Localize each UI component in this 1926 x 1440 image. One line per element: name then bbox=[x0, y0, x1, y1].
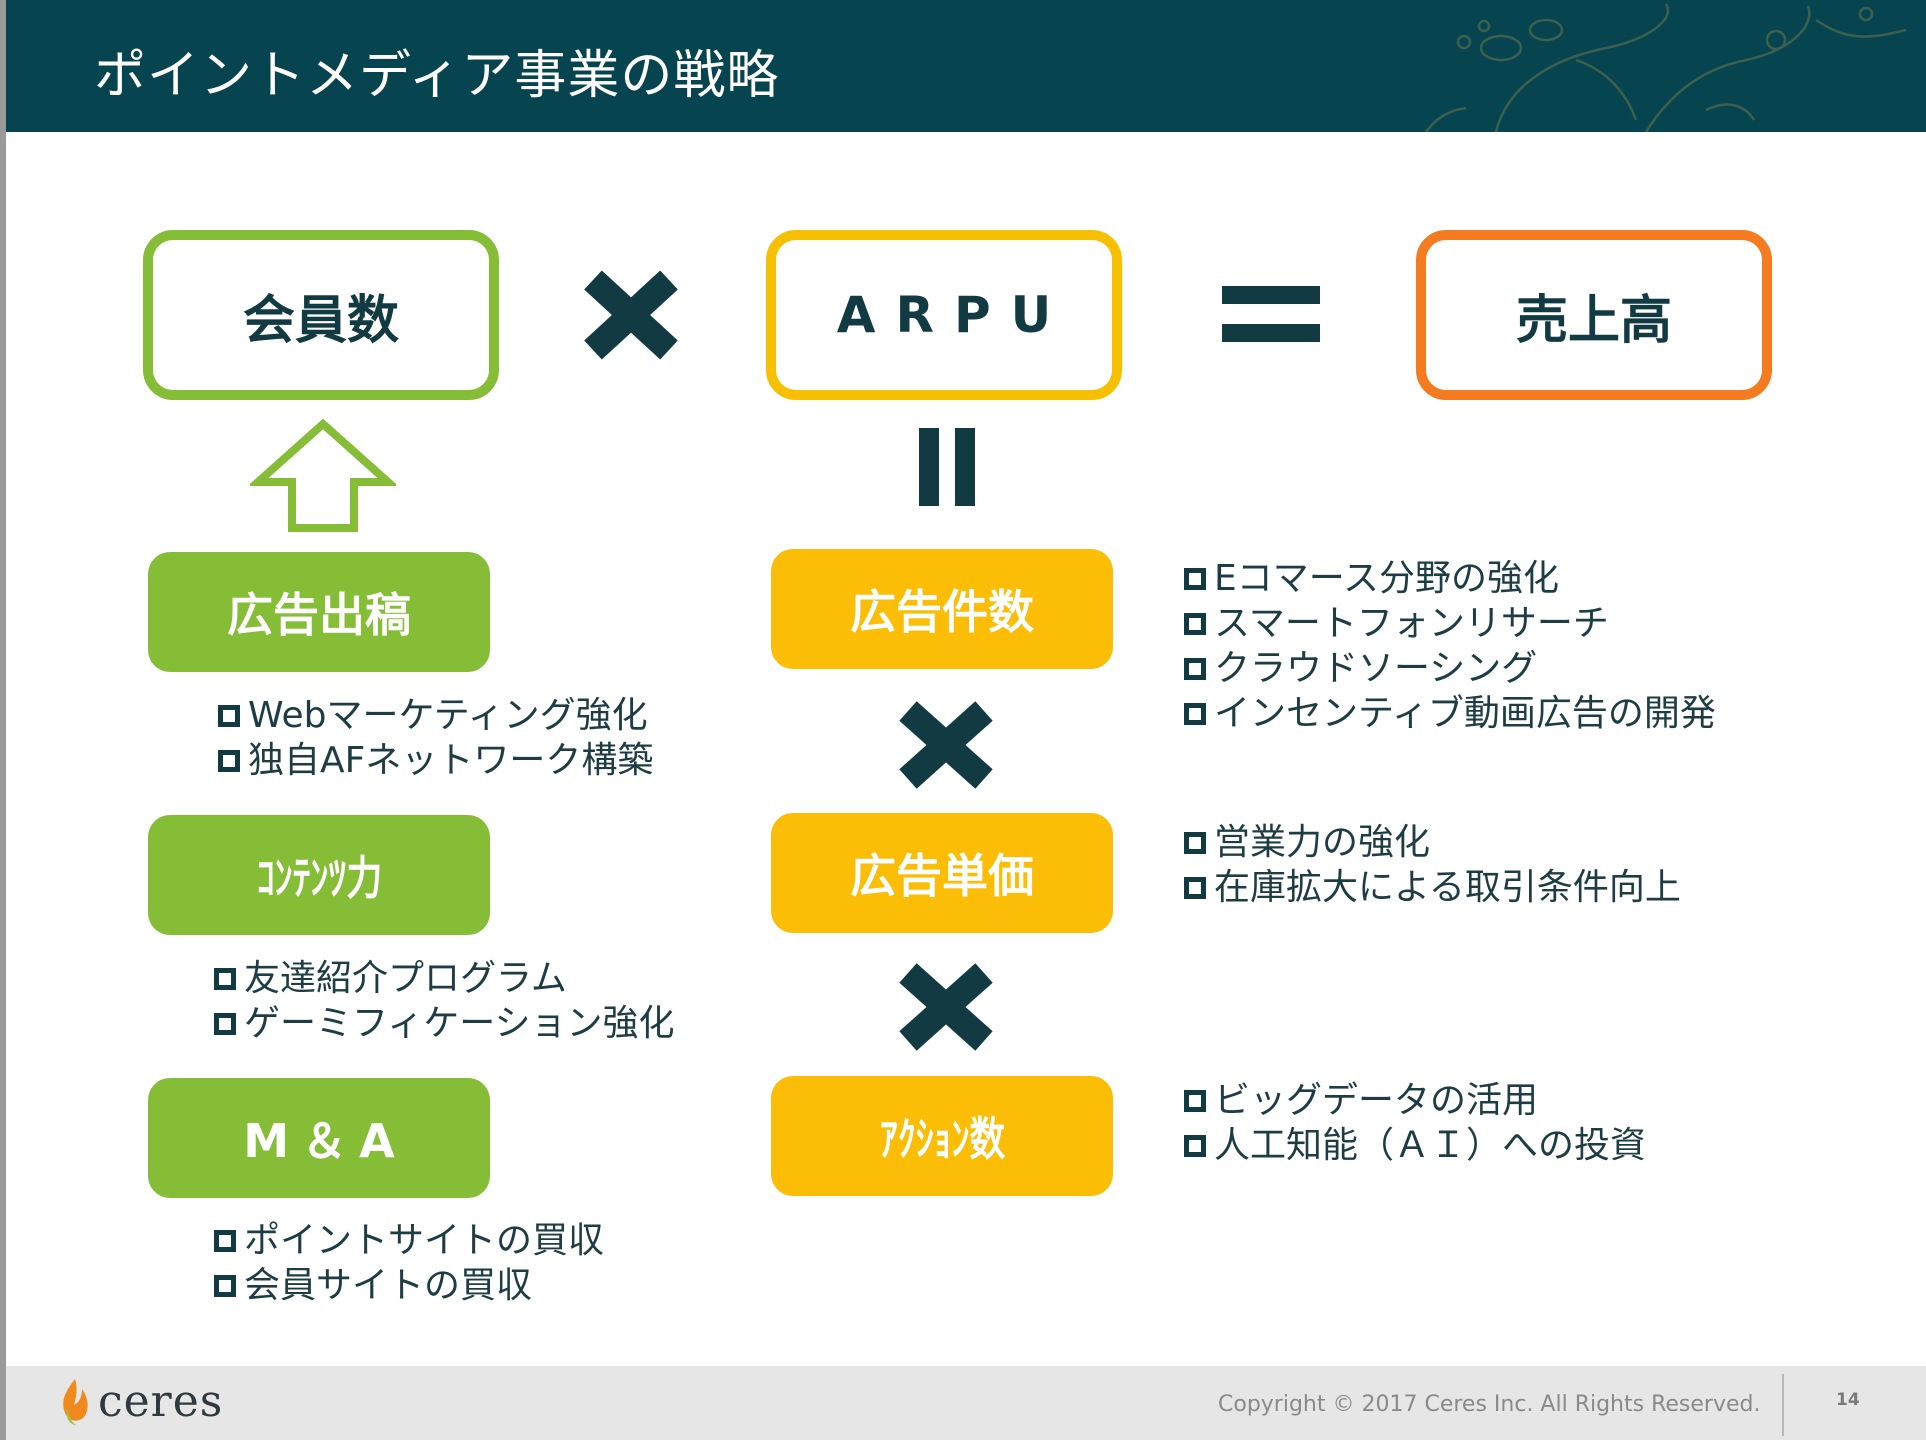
checkbox-bullet-icon bbox=[1184, 1134, 1206, 1157]
footer-divider bbox=[1782, 1374, 1784, 1436]
footer-bar: ceres Copyright © 2017 Ceres Inc. All Ri… bbox=[6, 1366, 1926, 1440]
checkbox-bullet-icon bbox=[1184, 702, 1206, 725]
copyright-text: Copyright © 2017 Ceres Inc. All Rights R… bbox=[1218, 1392, 1761, 1417]
list-item: ゲーミフィケーション強化 bbox=[214, 1001, 675, 1046]
logo-text: ceres bbox=[98, 1376, 224, 1427]
driver-box-ma: M＆A bbox=[148, 1078, 490, 1198]
header-bar: ポイントメディア事業の戦略 bbox=[6, 0, 1926, 132]
list-item: Webマーケティング強化 bbox=[218, 693, 653, 738]
up-arrow-icon bbox=[250, 418, 396, 532]
list-item: 独自AFネットワーク構築 bbox=[218, 738, 653, 783]
multiply-icon bbox=[899, 701, 993, 789]
list-item: 在庫拡大による取引条件向上 bbox=[1184, 865, 1681, 910]
action-count-bullets: ビッグデータの活用 人工知能（ＡＩ）への投資 bbox=[1184, 1078, 1646, 1168]
list-item: ビッグデータの活用 bbox=[1184, 1078, 1646, 1123]
driver-box-action-count: ｱｸｼｮﾝ数 bbox=[771, 1076, 1113, 1196]
equals-icon bbox=[1222, 286, 1320, 342]
flame-logo-icon bbox=[63, 1378, 88, 1425]
floral-ornament-icon bbox=[1424, 3, 1907, 132]
page-number: 14 bbox=[1836, 1390, 1860, 1410]
checkbox-bullet-icon bbox=[214, 1274, 236, 1297]
list-item: インセンティブ動画広告の開発 bbox=[1184, 691, 1716, 736]
company-logo: ceres bbox=[58, 1376, 223, 1427]
checkbox-bullet-icon bbox=[214, 967, 236, 990]
content-bullets: 友達紹介プログラム ゲーミフィケーション強化 bbox=[214, 956, 675, 1046]
list-item: Eコマース分野の強化 bbox=[1184, 556, 1716, 601]
ma-bullets: ポイントサイトの買収 会員サイトの買収 bbox=[214, 1218, 604, 1308]
list-item: 人工知能（ＡＩ）への投資 bbox=[1184, 1123, 1646, 1168]
checkbox-bullet-icon bbox=[1184, 612, 1206, 635]
checkbox-bullet-icon bbox=[1184, 567, 1206, 590]
multiply-icon bbox=[899, 963, 993, 1051]
list-item: クラウドソーシング bbox=[1184, 646, 1716, 691]
checkbox-bullet-icon bbox=[1184, 1089, 1206, 1112]
driver-box-ad-unit-price: 広告単価 bbox=[771, 813, 1113, 933]
sales-box: 売上高 bbox=[1416, 230, 1772, 400]
page-title: ポイントメディア事業の戦略 bbox=[94, 46, 780, 106]
driver-box-content: ｺﾝﾃﾝﾂ力 bbox=[148, 815, 490, 935]
list-item: 営業力の強化 bbox=[1184, 820, 1681, 865]
checkbox-bullet-icon bbox=[1184, 876, 1206, 899]
checkbox-bullet-icon bbox=[1184, 657, 1206, 680]
checkbox-bullet-icon bbox=[214, 1229, 236, 1252]
ad-count-bullets: Eコマース分野の強化 スマートフォンリサーチ クラウドソーシング インセンティブ… bbox=[1184, 556, 1716, 736]
checkbox-bullet-icon bbox=[218, 704, 240, 727]
checkbox-bullet-icon bbox=[1184, 831, 1206, 854]
vertical-equals-icon bbox=[919, 428, 975, 506]
list-item: 会員サイトの買収 bbox=[214, 1263, 604, 1308]
multiply-icon bbox=[584, 270, 678, 360]
list-item: ポイントサイトの買収 bbox=[214, 1218, 604, 1263]
driver-box-ad-count: 広告件数 bbox=[771, 549, 1113, 669]
arpu-box: ARPU bbox=[766, 230, 1122, 400]
driver-box-ad-placement: 広告出稿 bbox=[148, 552, 490, 672]
members-box: 会員数 bbox=[143, 230, 499, 400]
checkbox-bullet-icon bbox=[218, 749, 240, 772]
checkbox-bullet-icon bbox=[214, 1012, 236, 1035]
list-item: 友達紹介プログラム bbox=[214, 956, 675, 1001]
ad-price-bullets: 営業力の強化 在庫拡大による取引条件向上 bbox=[1184, 820, 1681, 910]
list-item: スマートフォンリサーチ bbox=[1184, 601, 1716, 646]
ad-placement-bullets: Webマーケティング強化 独自AFネットワーク構築 bbox=[218, 693, 653, 783]
